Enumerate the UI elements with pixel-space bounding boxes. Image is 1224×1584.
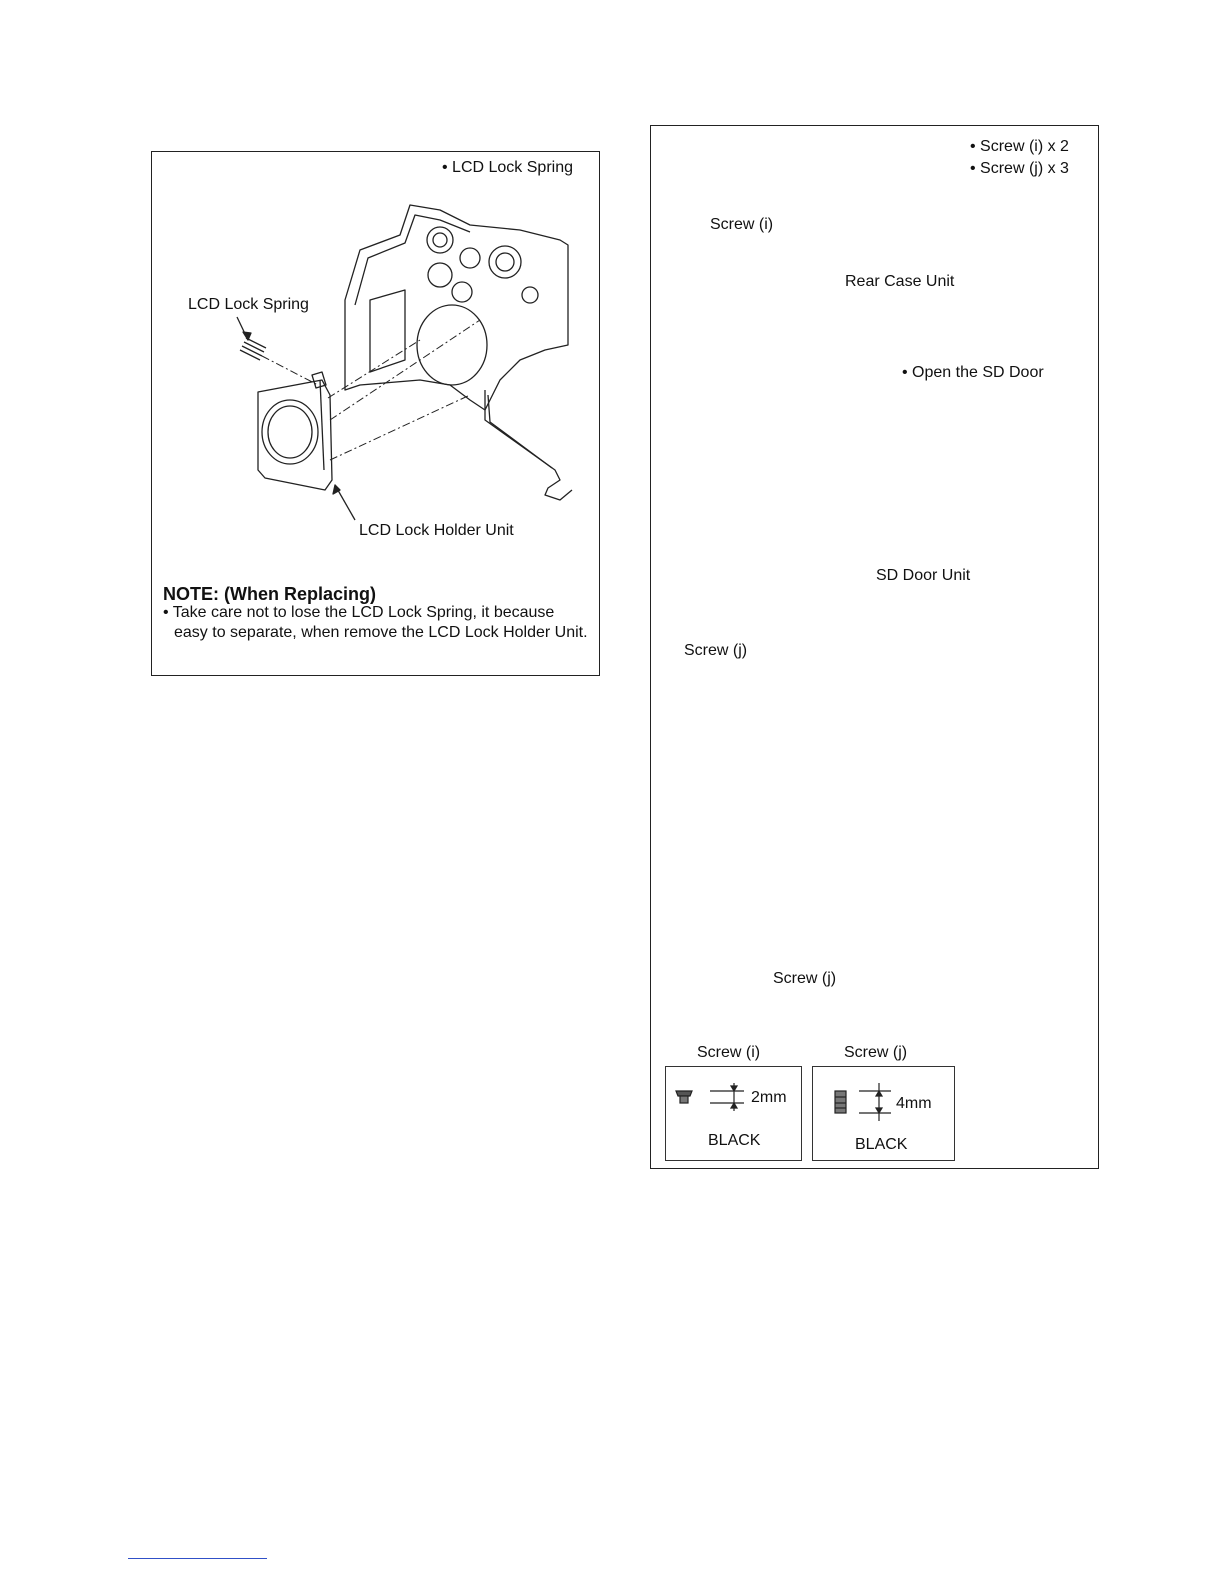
screw-i-spec-name: Screw (i): [697, 1044, 761, 1061]
lcd-lock-spring-illustration: [239, 337, 267, 361]
screw-j-spec-box: 4mm BLACK: [812, 1066, 955, 1161]
left-panel-header: • LCD Lock Spring: [442, 159, 573, 176]
screw-j-color: BLACK: [855, 1136, 908, 1153]
screw-j-length: 4mm: [896, 1095, 932, 1112]
lcd-lock-spring-panel: [151, 151, 600, 676]
screw-removal-panel: [650, 125, 1099, 1169]
note-title: NOTE: (When Replacing): [163, 584, 376, 604]
rear-case-unit-label: Rear Case Unit: [845, 273, 955, 290]
screw-i-color: BLACK: [708, 1132, 761, 1149]
lcd-lock-spring-label: LCD Lock Spring: [188, 296, 309, 313]
screw-j-spec-icon: [834, 1083, 891, 1121]
screw-j-spec-name: Screw (j): [844, 1044, 908, 1061]
lcd-lock-holder-illustration: [257, 371, 333, 491]
screw-j-bottom-label: Screw (j): [773, 970, 837, 987]
screw-i-spec-box: 2mm BLACK: [665, 1066, 802, 1161]
note-text: • Take care not to lose the LCD Lock Spr…: [163, 604, 588, 641]
footer-link-underline[interactable]: [128, 1558, 267, 1559]
right-panel-header-line1: • Screw (i) x 2: [970, 138, 1069, 155]
lcd-lock-holder-unit-label: LCD Lock Holder Unit: [359, 522, 514, 539]
screw-j-top-label: Screw (j): [684, 642, 748, 659]
screw-i-length: 2mm: [751, 1089, 787, 1106]
right-panel-header-line2: • Screw (j) x 3: [970, 160, 1069, 177]
screw-i-label: Screw (i): [710, 216, 774, 233]
camera-frame-left-illustration: [344, 204, 573, 501]
screw-i-spec-icon: [675, 1083, 744, 1111]
sd-door-unit-label: SD Door Unit: [876, 567, 971, 584]
open-sd-door-label: • Open the SD Door: [902, 364, 1044, 381]
